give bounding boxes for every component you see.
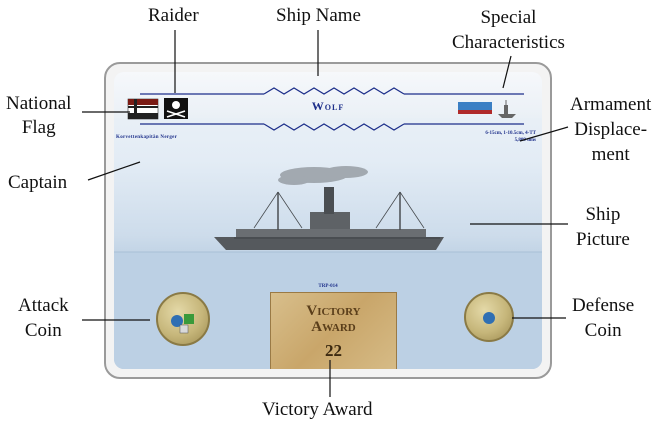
defense-coin (464, 292, 514, 342)
card-armament: 6-15cm, 1-10.5cm, 4-TT 5,809 tons (485, 130, 536, 144)
label-ship-name: Ship Name (276, 5, 361, 26)
label-ship-picture: Ship Picture (576, 202, 630, 252)
label-armament-line1: Armament (570, 94, 652, 115)
award-line2: Award (311, 319, 356, 335)
label-raider: Raider (148, 5, 199, 26)
label-attack-line2: Coin (24, 320, 62, 341)
label-national-line1: National (6, 93, 72, 114)
label-victory-award: Victory Award (262, 399, 373, 420)
label-armament-line3: ment (591, 144, 630, 165)
card-inner: Wolf Korvettenkapitän Nerger 6-15cm, 1-1… (114, 72, 542, 369)
label-ship-line2: Picture (576, 229, 630, 250)
victory-award-plaque: Victory Award 22 (270, 292, 397, 369)
national-flag-icon (127, 98, 159, 120)
label-national-flag: National Flag (6, 92, 71, 140)
label-defense-line1: Defense (572, 295, 635, 316)
label-attack-coin: Attack Coin (18, 293, 69, 343)
card-code: TRP-014 (318, 284, 338, 289)
label-armament-line2: Displace- (574, 119, 648, 140)
award-line1: Victory (306, 303, 361, 319)
ship-card: Wolf Korvettenkapitän Nerger 6-15cm, 1-1… (104, 62, 552, 379)
label-attack-line1: Attack (18, 295, 69, 316)
attack-coin-icon (171, 314, 194, 334)
label-national-line2: Flag (21, 117, 56, 138)
award-value: 22 (325, 341, 342, 360)
raider-flag-icon (164, 98, 188, 119)
label-special-line2: Characteristics (452, 32, 565, 53)
label-special-line1: Special (480, 7, 537, 28)
card-ship-name: Wolf (311, 99, 345, 113)
defense-coin-icon (483, 312, 495, 324)
label-defense-line2: Coin (584, 320, 622, 341)
attack-coin (156, 292, 210, 346)
leader-special (502, 55, 512, 89)
ship-icon (214, 187, 444, 250)
award-title: Victory Award (271, 303, 396, 335)
leader-captain (87, 161, 141, 181)
smoke (278, 166, 368, 185)
label-armament-displacement: Armament Displace- ment (570, 92, 651, 167)
card-captain: Korvettenkapitän Nerger (116, 135, 178, 140)
card-armament-value: 6-15cm, 1-10.5cm, 4-TT (485, 131, 536, 136)
label-captain: Captain (8, 172, 68, 193)
label-special-characteristics: Special Characteristics (452, 5, 565, 55)
leader-armament (519, 126, 569, 142)
card-displacement-value: 5,809 tons (514, 138, 536, 143)
label-ship-line1: Ship (585, 204, 621, 225)
label-defense-coin: Defense Coin (572, 293, 634, 343)
special-characteristics-icon (458, 100, 516, 118)
